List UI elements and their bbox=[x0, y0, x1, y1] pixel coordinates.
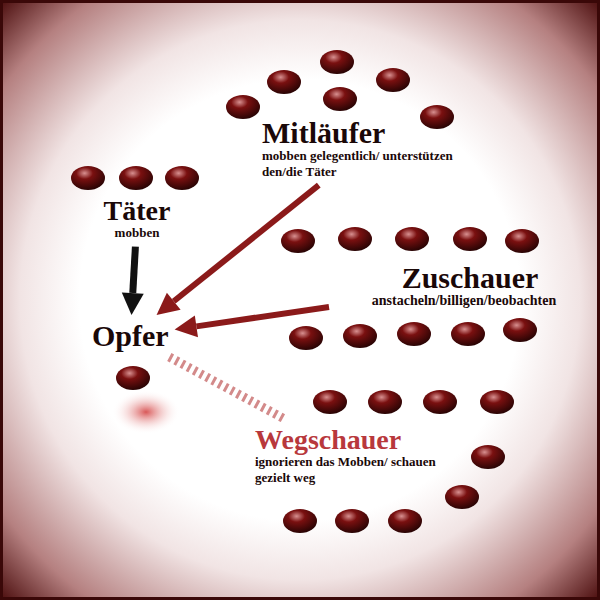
role-group: Wegschauerignorieren das Mobben/ schauen… bbox=[255, 426, 450, 485]
role-description: mobben gelegentlich/ unterstützen den/di… bbox=[262, 148, 467, 179]
arrow-head bbox=[157, 293, 181, 315]
arrow-connector bbox=[169, 357, 286, 420]
arrow-connector bbox=[122, 247, 144, 315]
arrow-connector bbox=[175, 307, 329, 337]
role-title: Opfer bbox=[92, 321, 169, 351]
person-dot bbox=[368, 390, 402, 414]
person-dot bbox=[453, 227, 487, 251]
person-dot bbox=[388, 509, 422, 533]
role-group: Zuschaueranstacheln/billigen/beobachten bbox=[335, 263, 600, 310]
person-dot bbox=[420, 105, 454, 129]
person-dot bbox=[289, 326, 323, 350]
arrow-head bbox=[122, 292, 144, 315]
person-dot bbox=[119, 166, 153, 190]
connector-line bbox=[174, 185, 319, 301]
role-title: Mitläufer bbox=[262, 118, 467, 148]
role-title: Wegschauer bbox=[255, 426, 450, 454]
role-title: Täter bbox=[82, 197, 192, 225]
person-dot bbox=[313, 390, 347, 414]
arrow-head bbox=[175, 315, 198, 337]
person-dot bbox=[338, 227, 372, 251]
person-dot bbox=[320, 50, 354, 74]
role-description: ignorieren das Mobben/ schauen gezielt w… bbox=[255, 454, 450, 485]
role-group: Opfer bbox=[92, 321, 169, 351]
connector-line bbox=[133, 247, 136, 293]
person-dot bbox=[116, 366, 150, 390]
person-dot bbox=[505, 229, 539, 253]
victim-glow bbox=[112, 390, 180, 434]
person-dot bbox=[376, 68, 410, 92]
role-group: Mitläufermobben gelegentlich/ unterstütz… bbox=[262, 118, 467, 179]
person-dot bbox=[397, 322, 431, 346]
person-dot bbox=[480, 390, 514, 414]
person-dot bbox=[323, 87, 357, 111]
person-dot bbox=[165, 166, 199, 190]
connector-line bbox=[169, 357, 286, 420]
person-dot bbox=[226, 95, 260, 119]
role-description: anstacheln/billigen/beobachten bbox=[323, 293, 600, 310]
person-dot bbox=[267, 70, 301, 94]
role-group: Tätermobben bbox=[82, 197, 192, 241]
person-dot bbox=[281, 229, 315, 253]
person-dot bbox=[503, 318, 537, 342]
person-dot bbox=[343, 324, 377, 348]
person-dot bbox=[445, 485, 479, 509]
person-dot bbox=[335, 509, 369, 533]
connector-line bbox=[196, 307, 329, 326]
person-dot bbox=[283, 509, 317, 533]
person-dot bbox=[423, 390, 457, 414]
person-dot bbox=[71, 166, 105, 190]
role-title: Zuschauer bbox=[335, 263, 600, 293]
person-dot bbox=[471, 445, 505, 469]
arrow-connector bbox=[157, 185, 319, 315]
person-dot bbox=[395, 227, 429, 251]
role-description: mobben bbox=[82, 225, 192, 241]
person-dot bbox=[451, 322, 485, 346]
